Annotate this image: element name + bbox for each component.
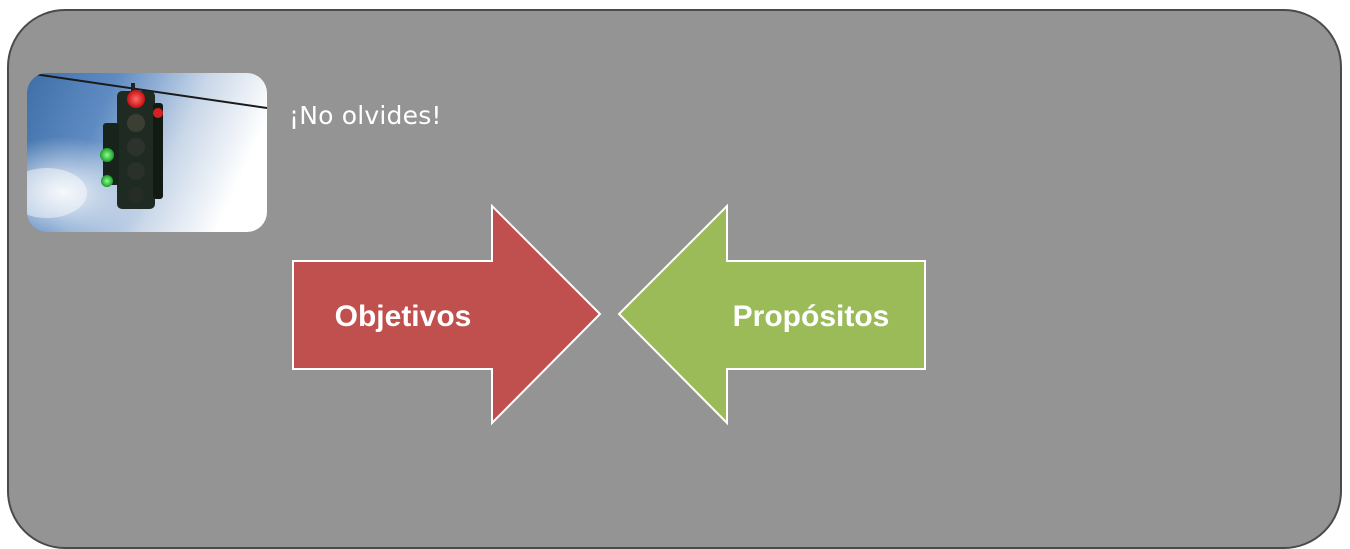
propositos-arrow: [617, 203, 926, 426]
arrows-diagram: Objetivos Propósitos: [292, 203, 926, 426]
traffic-light-icon: [27, 73, 267, 232]
propositos-label: Propósitos: [733, 300, 890, 333]
objetivos-label: Objetivos: [335, 300, 472, 333]
objetivos-arrow: [292, 203, 602, 426]
slide-heading: ¡No olvides!: [289, 101, 442, 130]
traffic-light-image: [27, 73, 267, 232]
